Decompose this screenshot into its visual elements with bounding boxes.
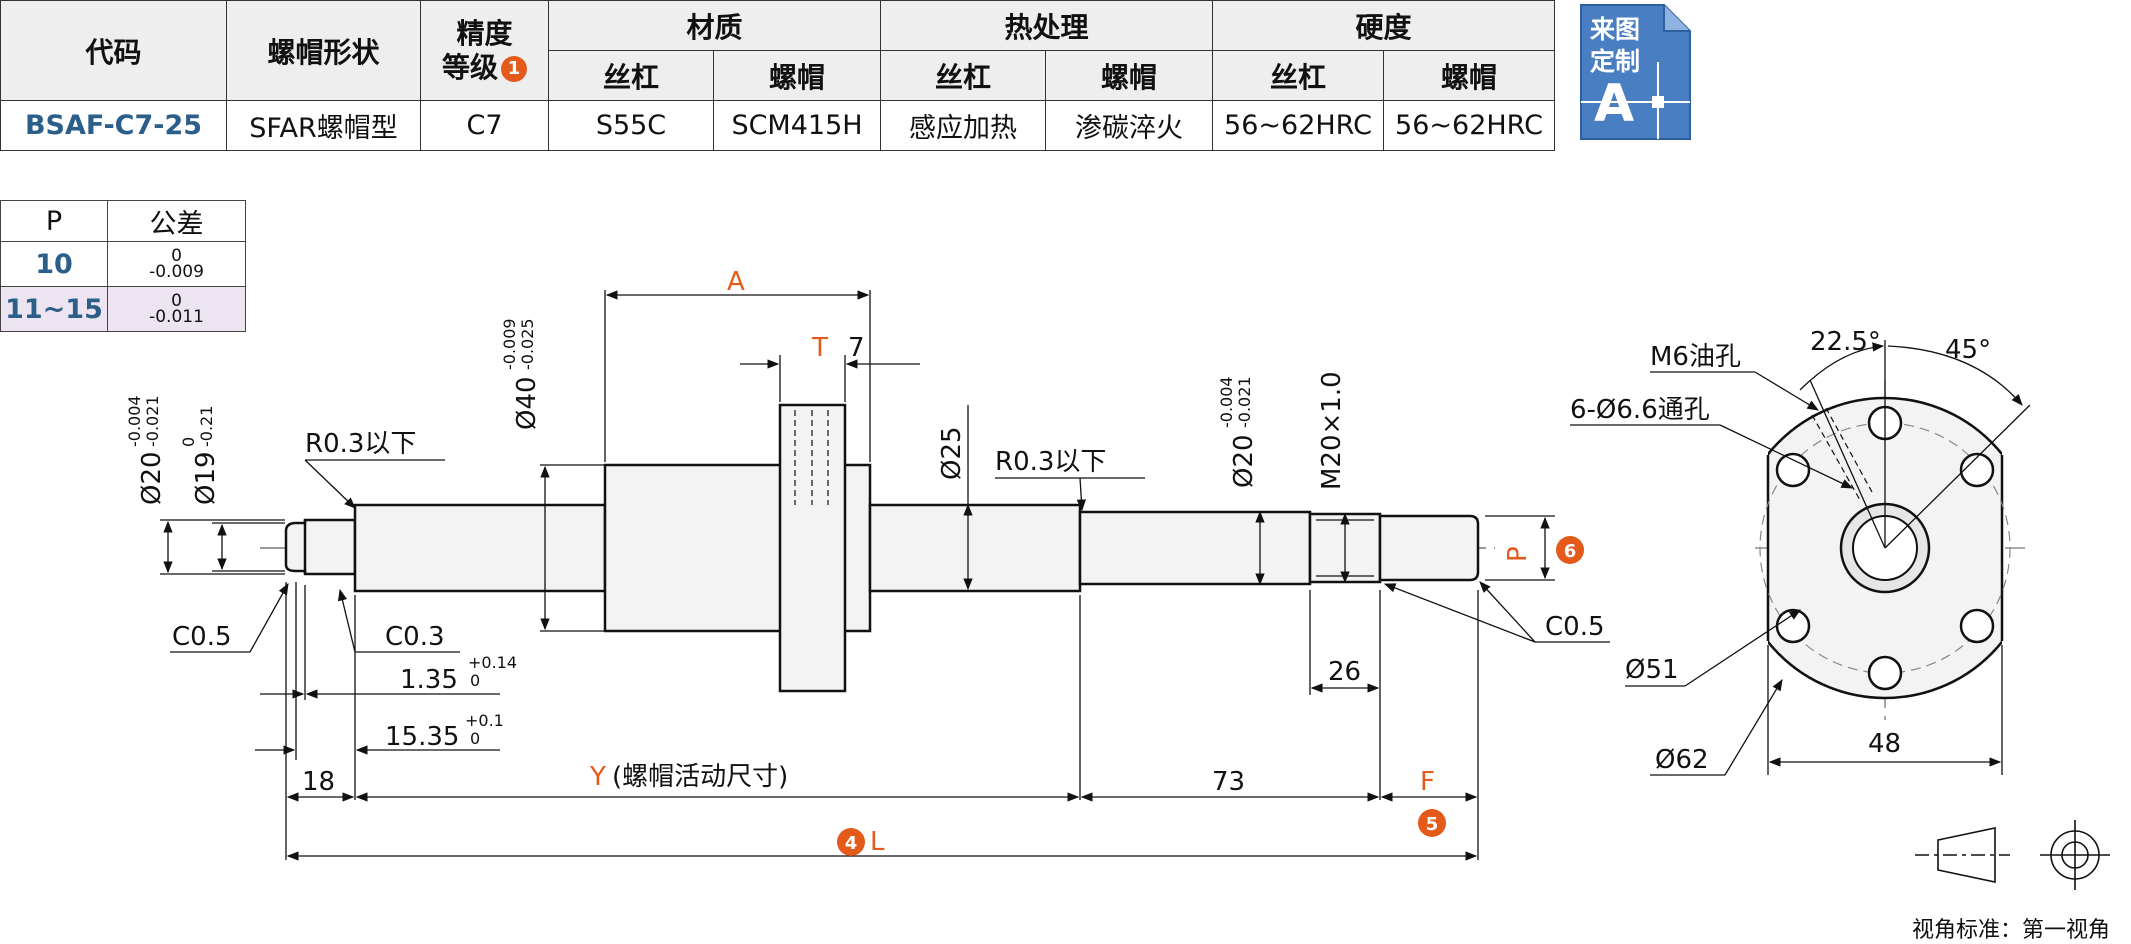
- label-d51: Ø51: [1625, 655, 1679, 685]
- first-angle-projection-icon: [1915, 820, 2110, 890]
- badge-6: 6: [1556, 536, 1584, 564]
- label-dim-P: P: [1503, 546, 1533, 562]
- label-d25: Ø25: [937, 426, 967, 480]
- hdr-heat: 热处理: [880, 0, 1213, 51]
- label-d135-tol-up: +0.14: [468, 653, 517, 672]
- label-dim-73: 73: [1212, 767, 1245, 797]
- cell-code: BSAF-C7-25: [0, 100, 227, 151]
- label-d135: 1.35: [400, 665, 458, 695]
- label-dim-T: T: [811, 333, 828, 363]
- cell-hardness-nut: 56~62HRC: [1383, 100, 1555, 151]
- label-d20-right: Ø20: [1229, 434, 1259, 488]
- ball-screw-shaft: [284, 403, 1480, 693]
- hdr-heat-nut: 螺帽: [1045, 50, 1213, 101]
- label-d1535-tol-lo: 0: [470, 729, 480, 748]
- label-m20: M20×1.0: [1317, 371, 1347, 490]
- hdr-hardness-screw: 丝杠: [1212, 50, 1384, 101]
- label-d20-right-tol-lo: -0.021: [1235, 376, 1254, 428]
- label-d40-tol-lo: -0.025: [518, 318, 537, 370]
- label-d40-tol-up: -0.009: [500, 318, 519, 370]
- tol-header-tol: 公差: [107, 200, 246, 242]
- label-d20-left: Ø20: [137, 451, 167, 505]
- label-dim-Y: Y: [589, 762, 606, 792]
- tol-lower: -0.011: [149, 307, 204, 327]
- label-d135-tol-lo: 0: [470, 671, 480, 690]
- label-d19-tol-up: 0: [179, 437, 198, 447]
- oil-hole: [794, 410, 829, 505]
- label-d19-tol-lo: -0.21: [197, 406, 216, 447]
- badge-5: 5: [1418, 809, 1446, 837]
- cell-material-nut: SCM415H: [713, 100, 881, 151]
- tol-row-p: 11~15: [0, 286, 108, 332]
- cell-precision: C7: [420, 100, 549, 151]
- label-d19: Ø19: [191, 451, 221, 505]
- label-d1535-tol-up: +0.1: [465, 711, 504, 730]
- hdr-precision-label: 精度: [456, 16, 513, 50]
- label-dim-L: L: [870, 827, 885, 857]
- tol-lower: -0.009: [149, 262, 204, 282]
- label-dim-F: F: [1420, 767, 1435, 797]
- tol-row-p: 10: [0, 241, 108, 287]
- custom-badge-line1: 来图: [1590, 15, 1641, 44]
- cell-hardness-screw: 56~62HRC: [1212, 100, 1384, 151]
- label-dim-18: 18: [302, 767, 335, 797]
- custom-badge-letter: A: [1594, 74, 1635, 134]
- hdr-nut-shape: 螺帽形状: [226, 0, 421, 101]
- label-d20-left-tol-up: -0.004: [125, 395, 144, 447]
- badge-4-text: 4: [845, 833, 858, 854]
- hdr-hardness: 硬度: [1212, 0, 1555, 51]
- label-c05-right: C0.5: [1545, 612, 1605, 642]
- tol-upper: 0: [171, 291, 182, 311]
- label-d20-left-tol-lo: -0.021: [143, 395, 162, 447]
- label-dim-26: 26: [1328, 657, 1361, 687]
- hdr-hardness-nut: 螺帽: [1383, 50, 1555, 101]
- label-d62: Ø62: [1655, 745, 1709, 775]
- projection-label: 视角标准：第一视角: [1912, 918, 2111, 943]
- label-d1535: 15.35: [385, 722, 459, 752]
- badge-4: 4: [837, 828, 865, 856]
- hdr-heat-screw: 丝杠: [880, 50, 1046, 101]
- hdr-material-screw: 丝杠: [548, 50, 714, 101]
- cell-heat-nut: 渗碳淬火: [1045, 100, 1213, 151]
- document-icon: [1580, 4, 1691, 140]
- label-r03-left: R0.3以下: [305, 429, 416, 459]
- badge-6-text: 6: [1564, 541, 1577, 562]
- label-r03-right: R0.3以下: [995, 447, 1106, 477]
- label-dim-Y-note: (螺帽活动尺寸): [612, 762, 788, 792]
- custom-badge-line2: 定制: [1590, 47, 1641, 76]
- label-holes: 6-Ø6.6通孔: [1570, 395, 1710, 425]
- label-d20-right-tol-up: -0.004: [1217, 376, 1236, 428]
- label-dim-48: 48: [1868, 729, 1901, 759]
- cell-heat-screw: 感应加热: [880, 100, 1046, 151]
- tol-row-value: 0 -0.011: [107, 286, 246, 332]
- tolerance-table: P 公差 10 0 -0.009 11~15 0 -0.011: [0, 200, 246, 332]
- label-dim-A: A: [727, 267, 745, 297]
- cell-material-screw: S55C: [548, 100, 714, 151]
- label-angle-22-5: 22.5°: [1810, 327, 1881, 357]
- cell-nut-shape: SFAR螺帽型: [226, 100, 421, 151]
- custom-drawing-badge[interactable]: 来图 定制 A: [1578, 2, 1694, 142]
- label-angle-45: 45°: [1945, 335, 1991, 365]
- hdr-precision-sub: 等级: [441, 50, 498, 84]
- label-c03: C0.3: [385, 622, 445, 652]
- label-d40: Ø40: [512, 376, 542, 430]
- tol-upper: 0: [171, 246, 182, 266]
- hdr-material: 材质: [548, 0, 881, 51]
- badge-5-text: 5: [1426, 814, 1439, 835]
- label-dim-7: 7: [848, 333, 865, 363]
- label-m6-oil-hole: M6油孔: [1650, 342, 1741, 372]
- label-c05-left: C0.5: [172, 622, 232, 652]
- hdr-code: 代码: [0, 0, 227, 101]
- badge-1: 1: [501, 55, 527, 82]
